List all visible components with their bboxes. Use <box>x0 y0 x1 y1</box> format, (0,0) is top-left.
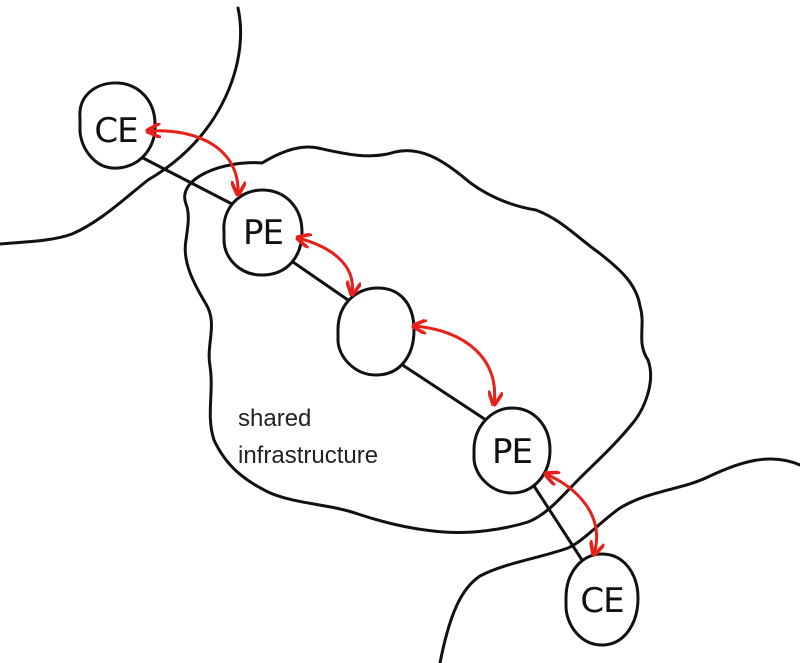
p-node-middle[interactable] <box>336 286 416 377</box>
ce-label-bottom: CE <box>580 581 623 621</box>
cloud-label-line2: infrastructure <box>238 442 378 469</box>
ce-node-bottom[interactable]: CE <box>564 552 640 647</box>
link-p-pe-bottom <box>396 360 488 422</box>
link-ce-pe-top <box>141 156 234 206</box>
peering-arrow-pe-p-top <box>298 238 353 294</box>
pe-label-top: PE <box>243 213 283 253</box>
peering-arrow-p-pe-bottom <box>414 326 495 404</box>
peering-arrow-pe-ce-bottom <box>546 474 597 554</box>
cloud-label-line1: shared <box>238 405 311 432</box>
peering-arrow-ce-pe-top <box>148 131 238 194</box>
ce-label-top: CE <box>94 111 137 151</box>
shared-infrastructure-cloud <box>183 145 653 534</box>
link-pe-ce-bottom <box>532 484 584 562</box>
pe-label-bottom: PE <box>492 432 532 472</box>
link-pe-p-top <box>288 258 350 302</box>
pe-node-bottom[interactable]: PE <box>472 406 552 495</box>
pe-node-top[interactable]: PE <box>222 188 304 277</box>
ce-node-top[interactable]: CE <box>78 81 157 170</box>
